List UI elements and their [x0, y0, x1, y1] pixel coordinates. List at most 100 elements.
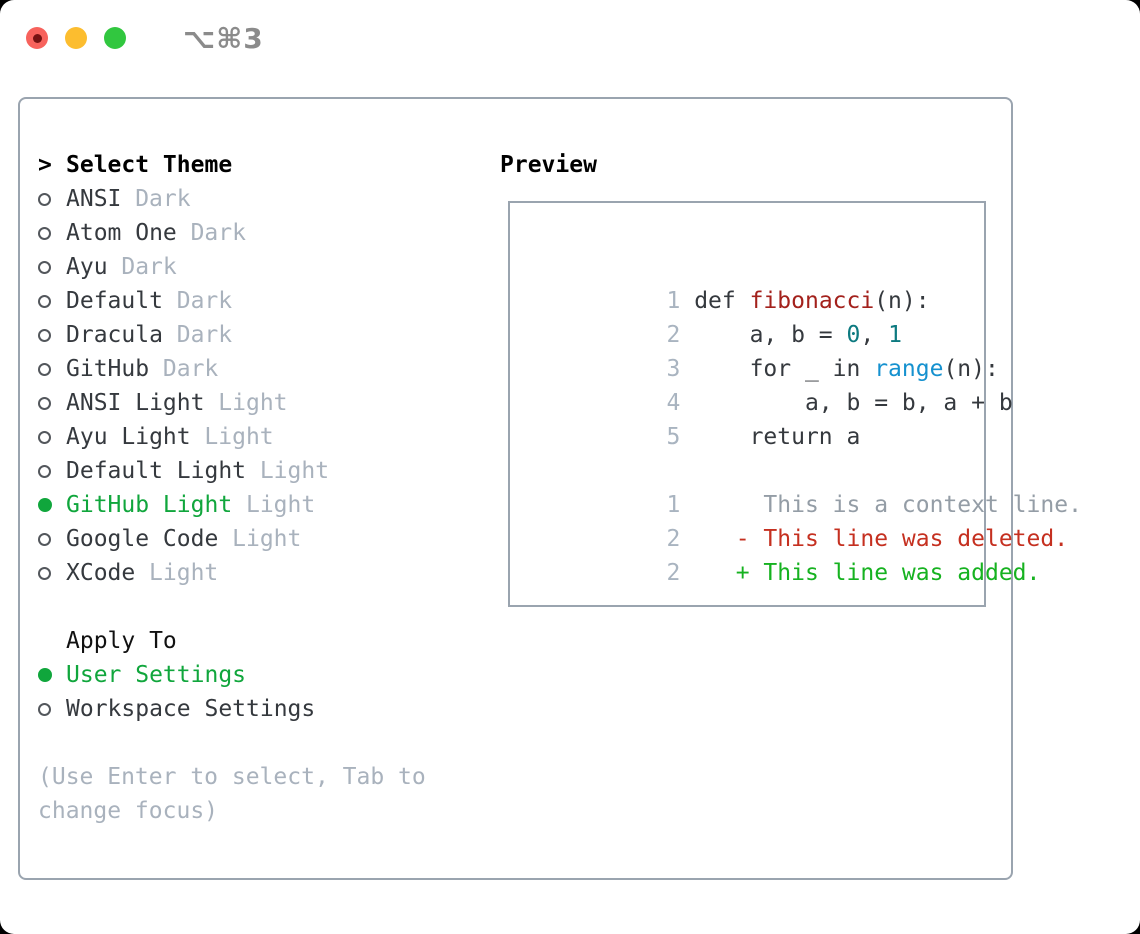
code-token: return a — [694, 424, 861, 450]
apply-option-label: User Settings — [66, 662, 247, 688]
theme-picker-panel: > Select Theme ANSI Dark Atom One Dark A… — [18, 97, 1082, 880]
minimize-button[interactable] — [65, 27, 87, 49]
theme-variant: Dark — [176, 322, 233, 348]
code-token: a, b = — [694, 322, 847, 348]
radio-selected-icon — [38, 498, 66, 512]
radio-icon — [38, 294, 66, 308]
radio-icon — [38, 226, 66, 240]
preview-title: Preview — [500, 152, 597, 178]
line-number: 2 — [666, 526, 681, 552]
theme-option-default-light[interactable]: Default Light Light — [38, 454, 478, 488]
preview-pane: 1 def fibonacci(n): 2 a, b = 0, 1 3 for … — [508, 201, 1082, 607]
theme-option-google-code[interactable]: Google Code Light — [38, 522, 478, 556]
close-dot-icon — [32, 33, 42, 43]
radio-icon — [38, 362, 66, 376]
code-line: 5 return a — [528, 386, 984, 450]
code-sample: 1 def fibonacci(n): 2 a, b = 0, 1 3 for … — [510, 203, 1081, 586]
theme-name: GitHub — [66, 356, 150, 382]
diff-indent — [680, 560, 735, 586]
theme-option-dracula-dark[interactable]: Dracula Dark — [38, 318, 478, 352]
diff-text: - This line was deleted. — [735, 526, 1069, 552]
apply-option-label: Workspace Settings — [66, 696, 316, 722]
radio-selected-icon — [38, 668, 66, 682]
caret-icon: > — [38, 152, 52, 178]
theme-variant: Dark — [176, 288, 233, 314]
help-text-line1: (Use Enter to select, Tab to — [38, 764, 426, 790]
theme-name: ANSI — [66, 186, 122, 212]
line-number: 4 — [666, 390, 695, 416]
theme-variant: Light — [259, 458, 330, 484]
theme-option-ayu-dark[interactable]: Ayu Dark — [38, 250, 478, 284]
theme-option-ansi-dark[interactable]: ANSI Dark — [38, 182, 478, 216]
theme-option-xcode[interactable]: XCode Light — [38, 556, 478, 590]
theme-option-github-dark[interactable]: GitHub Dark — [38, 352, 478, 386]
code-token: (n): — [874, 288, 930, 314]
radio-icon — [38, 532, 66, 546]
line-number: 1 — [666, 492, 681, 518]
theme-variant: Light — [149, 560, 219, 586]
theme-option-github-light[interactable]: GitHub Light Light — [38, 488, 478, 522]
title-bar: ⌥⌘3 — [0, 0, 1140, 76]
theme-variant: Dark — [135, 186, 191, 212]
theme-name: GitHub Light — [66, 492, 233, 518]
radio-icon — [38, 566, 66, 580]
radio-icon — [38, 464, 66, 478]
help-text-line2: change focus) — [38, 798, 219, 824]
theme-name: XCode — [66, 560, 136, 586]
code-line: 2 a, b = 0, 1 — [528, 284, 984, 348]
theme-variant: Light — [204, 424, 274, 450]
code-token: a, b = b, a + b — [694, 390, 1013, 416]
apply-option-workspace-settings[interactable]: Workspace Settings — [38, 692, 478, 726]
theme-name: Default Light — [66, 458, 247, 484]
diff-deleted-line: 2 - This line was deleted. — [528, 488, 1068, 552]
code-line: 4 a, b = b, a + b — [528, 352, 1012, 416]
line-number: 2 — [666, 322, 695, 348]
theme-variant: Dark — [190, 220, 246, 246]
theme-list-title: Select Theme — [66, 152, 233, 178]
code-token: fibonacci — [749, 288, 875, 314]
radio-icon — [38, 260, 66, 274]
theme-variant: Dark — [121, 254, 177, 280]
code-token: (n): — [943, 356, 999, 382]
theme-name: Default — [66, 288, 163, 314]
theme-list-header: > Select Theme — [38, 148, 478, 182]
line-number: 5 — [666, 424, 695, 450]
diff-text: + This line was added. — [735, 560, 1041, 586]
code-line: 3 for _ in range(n): — [528, 318, 998, 382]
theme-name: Google Code — [66, 526, 219, 552]
diff-context-line: 1 This is a context line. — [528, 454, 1081, 518]
apply-to-header: Apply To — [38, 624, 478, 658]
line-number: 1 — [666, 288, 695, 314]
radio-icon — [38, 396, 66, 410]
close-button[interactable] — [26, 27, 48, 49]
theme-option-ansi-light[interactable]: ANSI Light Light — [38, 386, 478, 420]
zoom-button[interactable] — [104, 27, 126, 49]
radio-icon — [38, 192, 66, 206]
theme-variant: Light — [218, 390, 288, 416]
line-number: 2 — [666, 560, 681, 586]
diff-added-line: 2 + This line was added. — [528, 522, 1040, 586]
code-token: , — [860, 322, 889, 348]
theme-name: ANSI Light — [66, 390, 205, 416]
theme-name: Ayu — [66, 254, 108, 280]
spacer — [38, 726, 478, 760]
code-token: range — [874, 356, 944, 382]
radio-icon — [38, 702, 66, 716]
theme-variant: Dark — [162, 356, 219, 382]
code-token: def — [694, 288, 750, 314]
theme-variant: Light — [245, 492, 316, 518]
theme-variant: Light — [232, 526, 302, 552]
theme-option-atom-one-dark[interactable]: Atom One Dark — [38, 216, 478, 250]
diff-text: This is a context line. — [680, 492, 1082, 518]
code-token: for _ in — [694, 356, 875, 382]
diff-indent — [680, 526, 735, 552]
theme-option-default-dark[interactable]: Default Dark — [38, 284, 478, 318]
theme-option-ayu-light[interactable]: Ayu Light Light — [38, 420, 478, 454]
apply-option-user-settings[interactable]: User Settings — [38, 658, 478, 692]
code-token: 0 — [846, 322, 861, 348]
code-token: 1 — [888, 322, 902, 348]
radio-icon — [38, 430, 66, 444]
theme-name: Ayu Light — [66, 424, 191, 450]
theme-name: Atom One — [66, 220, 177, 246]
